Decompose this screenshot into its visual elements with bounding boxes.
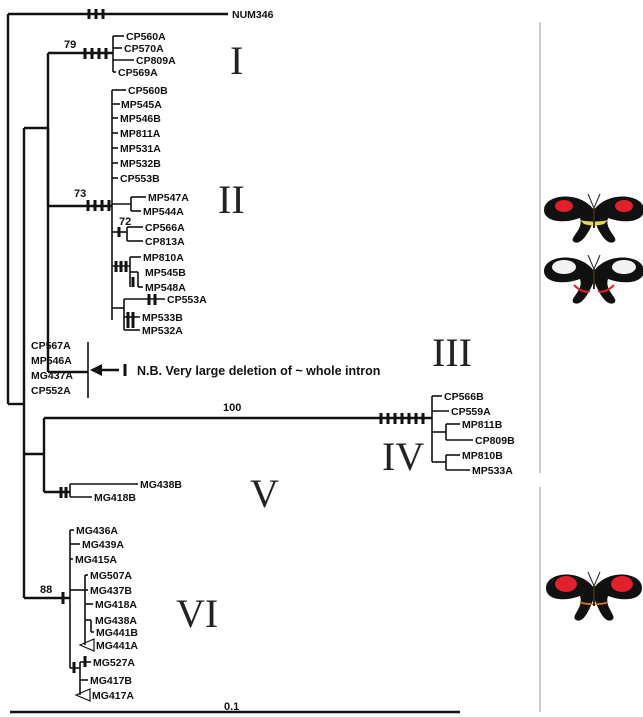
leaf-label: CP566B: [444, 391, 484, 403]
leaf-label: CP553B: [120, 173, 160, 185]
leaf-label: MP548A: [145, 282, 186, 294]
butterfly-photo-1: [544, 193, 643, 243]
butterfly-red-patch-icon: [546, 571, 642, 621]
leaf-label: MP531A: [120, 143, 161, 155]
leaf-label: MG437A: [31, 370, 73, 382]
leaf-label: CP569A: [118, 67, 158, 79]
leaf-label: MP532B: [120, 158, 161, 170]
leaf-label: MP811A: [120, 128, 161, 140]
collapsed-clade-icon: [78, 638, 95, 652]
clade-ii: 73 72 CP560B MP545A MP546B MP811A MP531A…: [48, 85, 245, 337]
clade-label-v: V: [250, 471, 279, 516]
clade-label-vi: VI: [176, 591, 218, 636]
support-clade-vi: 88: [40, 584, 52, 596]
leaf-label: CP567A: [31, 340, 71, 352]
outgroup-label: NUM346: [232, 9, 274, 21]
leaf-label: MG417A: [92, 690, 134, 702]
butterfly-red-yellow-band-icon: [544, 193, 643, 243]
clade-label-iv: IV: [382, 434, 424, 479]
tree-backbone: [6, 12, 228, 598]
leaf-label: MG436A: [76, 525, 118, 537]
deletion-note: N.B. Very large deletion of ~ whole intr…: [137, 364, 380, 378]
butterfly-red-white-band-icon: [544, 254, 643, 304]
leaf-label: CP566A: [145, 222, 185, 234]
wing-patch: [615, 200, 633, 212]
clade-label-ii: II: [218, 177, 245, 222]
leaf-label: MG438A: [95, 615, 137, 627]
leaf-label: CP559A: [451, 406, 491, 418]
wing-band: [552, 260, 576, 274]
leaf-label: MG438B: [140, 479, 182, 491]
leaf-label: MG415A: [75, 554, 117, 566]
support-clade-ii: 73: [74, 188, 86, 200]
clade-v: MG438B MG418B V: [44, 471, 279, 516]
leaf-label: CP552A: [31, 385, 71, 397]
leaf-label: CP560A: [126, 31, 166, 43]
wing-patch: [597, 284, 615, 293]
leaf-label: MP811B: [462, 419, 503, 431]
clade-vi: 88 MG436A MG439A MG415A MG507A MG437B MG…: [24, 525, 218, 702]
clade-i: 79 CP560A CP570A CP809A CP569A I: [46, 31, 243, 206]
leaf-label: MG441A: [96, 640, 138, 652]
leaf-label: MP544A: [143, 206, 184, 218]
leaf-label: MG527A: [93, 657, 135, 669]
butterfly-photo-3: [546, 571, 642, 621]
arrow-head: [90, 364, 102, 376]
clade-iv: 100 CP566B CP559A MP811B CP809B MP810B M…: [44, 391, 515, 479]
leaf-label: CP560B: [128, 85, 168, 97]
leaf-label: MP533B: [142, 312, 183, 324]
leaf-label: MG418B: [94, 492, 136, 504]
wing-patch: [555, 576, 577, 592]
wing-patch: [573, 284, 591, 293]
leaf-label: MP545A: [121, 99, 162, 111]
wing-band: [612, 260, 636, 274]
outgroup-ticks: [87, 9, 105, 19]
leaf-label: MG437B: [90, 585, 132, 597]
leaf-label: MP546A: [31, 355, 72, 367]
support-inner-clade-ii: 72: [119, 216, 131, 228]
leaf-label: MG417B: [90, 675, 132, 687]
leaf-label: CP809A: [136, 55, 176, 67]
leaf-label: MP532A: [142, 325, 183, 337]
leaf-label: CP553A: [167, 294, 207, 306]
leaf-label: MP545B: [145, 267, 186, 279]
leaf-label: MG507A: [90, 570, 132, 582]
support-clade-i: 79: [64, 39, 76, 51]
butterfly-photo-2: [544, 254, 643, 304]
leaf-label: MP810B: [462, 450, 503, 462]
scale-label: 0.1: [224, 701, 239, 713]
leaf-label: MP546B: [120, 113, 161, 125]
leaf-label: CP809B: [475, 435, 515, 447]
clade-label-i: I: [230, 38, 243, 83]
collapsed-clade-icon: [74, 688, 91, 702]
leaf-label: MP810A: [143, 252, 184, 264]
scale-bar: 0.1: [10, 701, 460, 714]
clade-iii: CP567A MP546A MG437A CP552A N.B. Very la…: [31, 330, 472, 398]
wing-patch: [611, 576, 633, 592]
leaf-label: MP547A: [148, 192, 189, 204]
leaf-label: MG418A: [95, 599, 137, 611]
leaf-label: MG441B: [96, 627, 138, 639]
wing-patch: [555, 200, 573, 212]
support-clade-iv: 100: [223, 402, 241, 414]
leaf-label: MG439A: [82, 539, 124, 551]
leaf-label: CP813A: [145, 236, 185, 248]
leaf-label: CP570A: [124, 43, 164, 55]
leaf-label: MP533A: [472, 465, 513, 477]
clade-label-iii: III: [432, 330, 472, 375]
